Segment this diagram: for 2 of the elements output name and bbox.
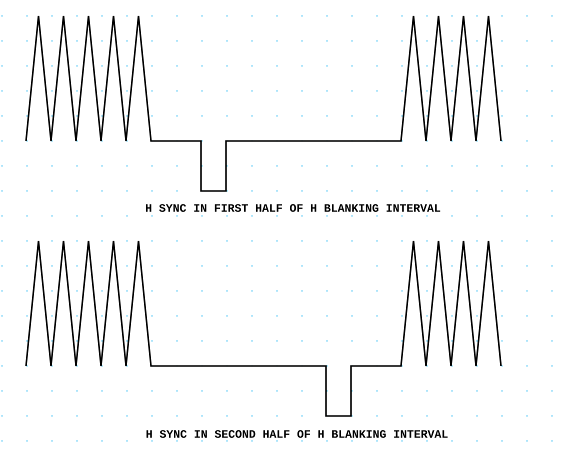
waveform-caption: H SYNC IN FIRST HALF OF H BLANKING INTERVAL (146, 204, 440, 212)
waveform-caption: H SYNC IN SECOND HALF OF H BLANKING INTERVAL (146, 430, 448, 438)
